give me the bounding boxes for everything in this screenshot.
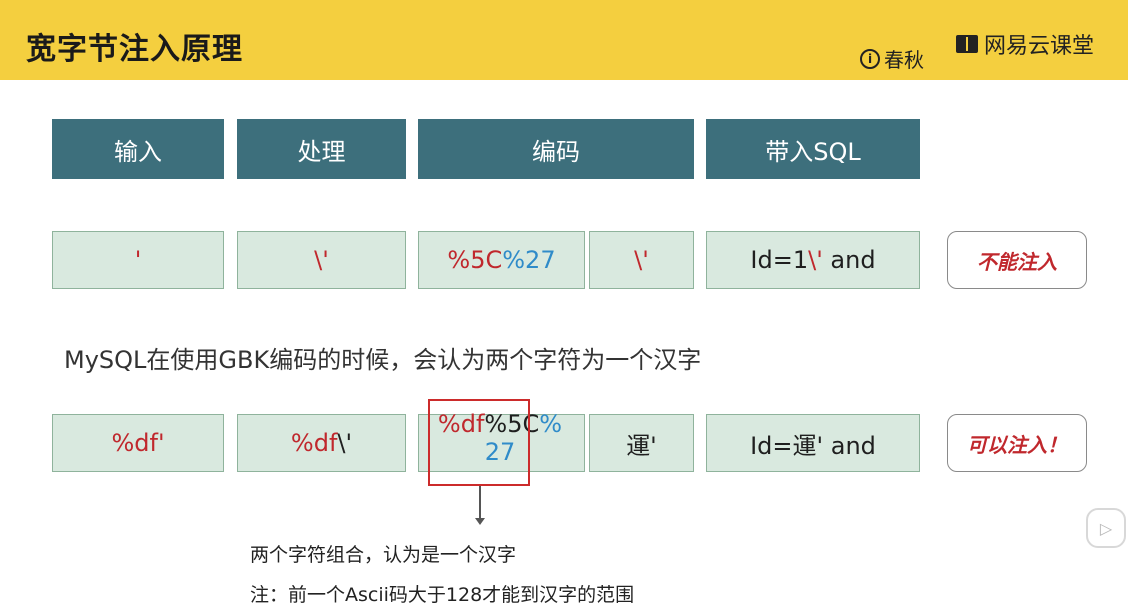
brand-netease-text: 网易云课堂 [984,34,1095,59]
row1-encoded-b: %27 [502,246,556,274]
row1-sql-cell: Id=1\' and [706,231,920,289]
brand-chunqiu-text: 春秋 [884,48,924,72]
row2-encoded-b: %5C [484,410,540,438]
brand-chunqiu-logo: i 春秋 [860,44,924,73]
column-header-process: 处理 [237,119,406,179]
arrow-down-icon [475,518,485,525]
row1-escaped-value: \' [314,246,329,274]
row2-escaped-prefix: %df [290,429,338,457]
row2-input-prefix: %df [111,429,158,457]
row2-encoded-d: 27 [484,438,516,466]
explanation-line-2: 注：前一个Ascii码大于128才能到汉字的范围 [250,584,635,606]
row2-escaped-cell: %df\' [237,414,406,472]
row2-decoded-cell: 運' [589,414,694,472]
row1-decoded-value: \' [634,246,649,274]
chunqiu-logo-icon: i [860,48,880,69]
book-icon [956,35,978,53]
row2-sql-cell: Id=運' and [706,414,920,472]
header-bar: 宽字节注入原理 i 春秋 网易云课堂 [0,0,1128,80]
row2-encoded-a: %df [437,410,485,438]
row1-input-cell: ' [52,231,224,289]
row1-escaped-cell: \' [237,231,406,289]
play-button[interactable]: ▷ [1086,508,1126,548]
gbk-note: MySQL在使用GBK编码的时候，会认为两个字符为一个汉字 [64,346,702,374]
row2-verdict-badge: 可以注入！ [947,414,1087,472]
row1-sql-suffix: and [822,246,876,274]
arrow-line [479,486,481,520]
row2-decoded-value: 運' [626,431,657,460]
column-header-input: 输入 [52,119,224,179]
column-header-encode: 编码 [418,119,694,179]
explanation-line-1: 两个字符组合，认为是一个汉字 [250,544,517,566]
row2-encoded-c: % [539,410,563,438]
row2-escaped-slash: \' [337,429,353,457]
row2-sql-value: Id=運' and [750,431,876,460]
row1-sql-escape: \' [808,246,823,274]
row1-encoded-a: %5C [447,246,503,274]
row1-encoded-cell: %5C%27 [418,231,585,289]
brand-netease-logo: 网易云课堂 [956,28,1094,60]
byte-pair-highlight [428,399,530,486]
row1-sql-prefix: Id=1 [750,246,809,274]
row2-input-cell: %df' [52,414,224,472]
row2-input-quote: ' [157,429,165,457]
row2-encoded-cell [418,414,585,472]
column-header-sql: 带入SQL [706,119,920,179]
row2-encoded-value: %df%5C% 27 [430,410,570,466]
row1-verdict-badge: 不能注入 [947,231,1087,289]
row1-input-value: ' [134,246,142,274]
row1-decoded-cell: \' [589,231,694,289]
slide-title: 宽字节注入原理 [26,32,243,67]
play-icon: ▷ [1099,518,1113,538]
